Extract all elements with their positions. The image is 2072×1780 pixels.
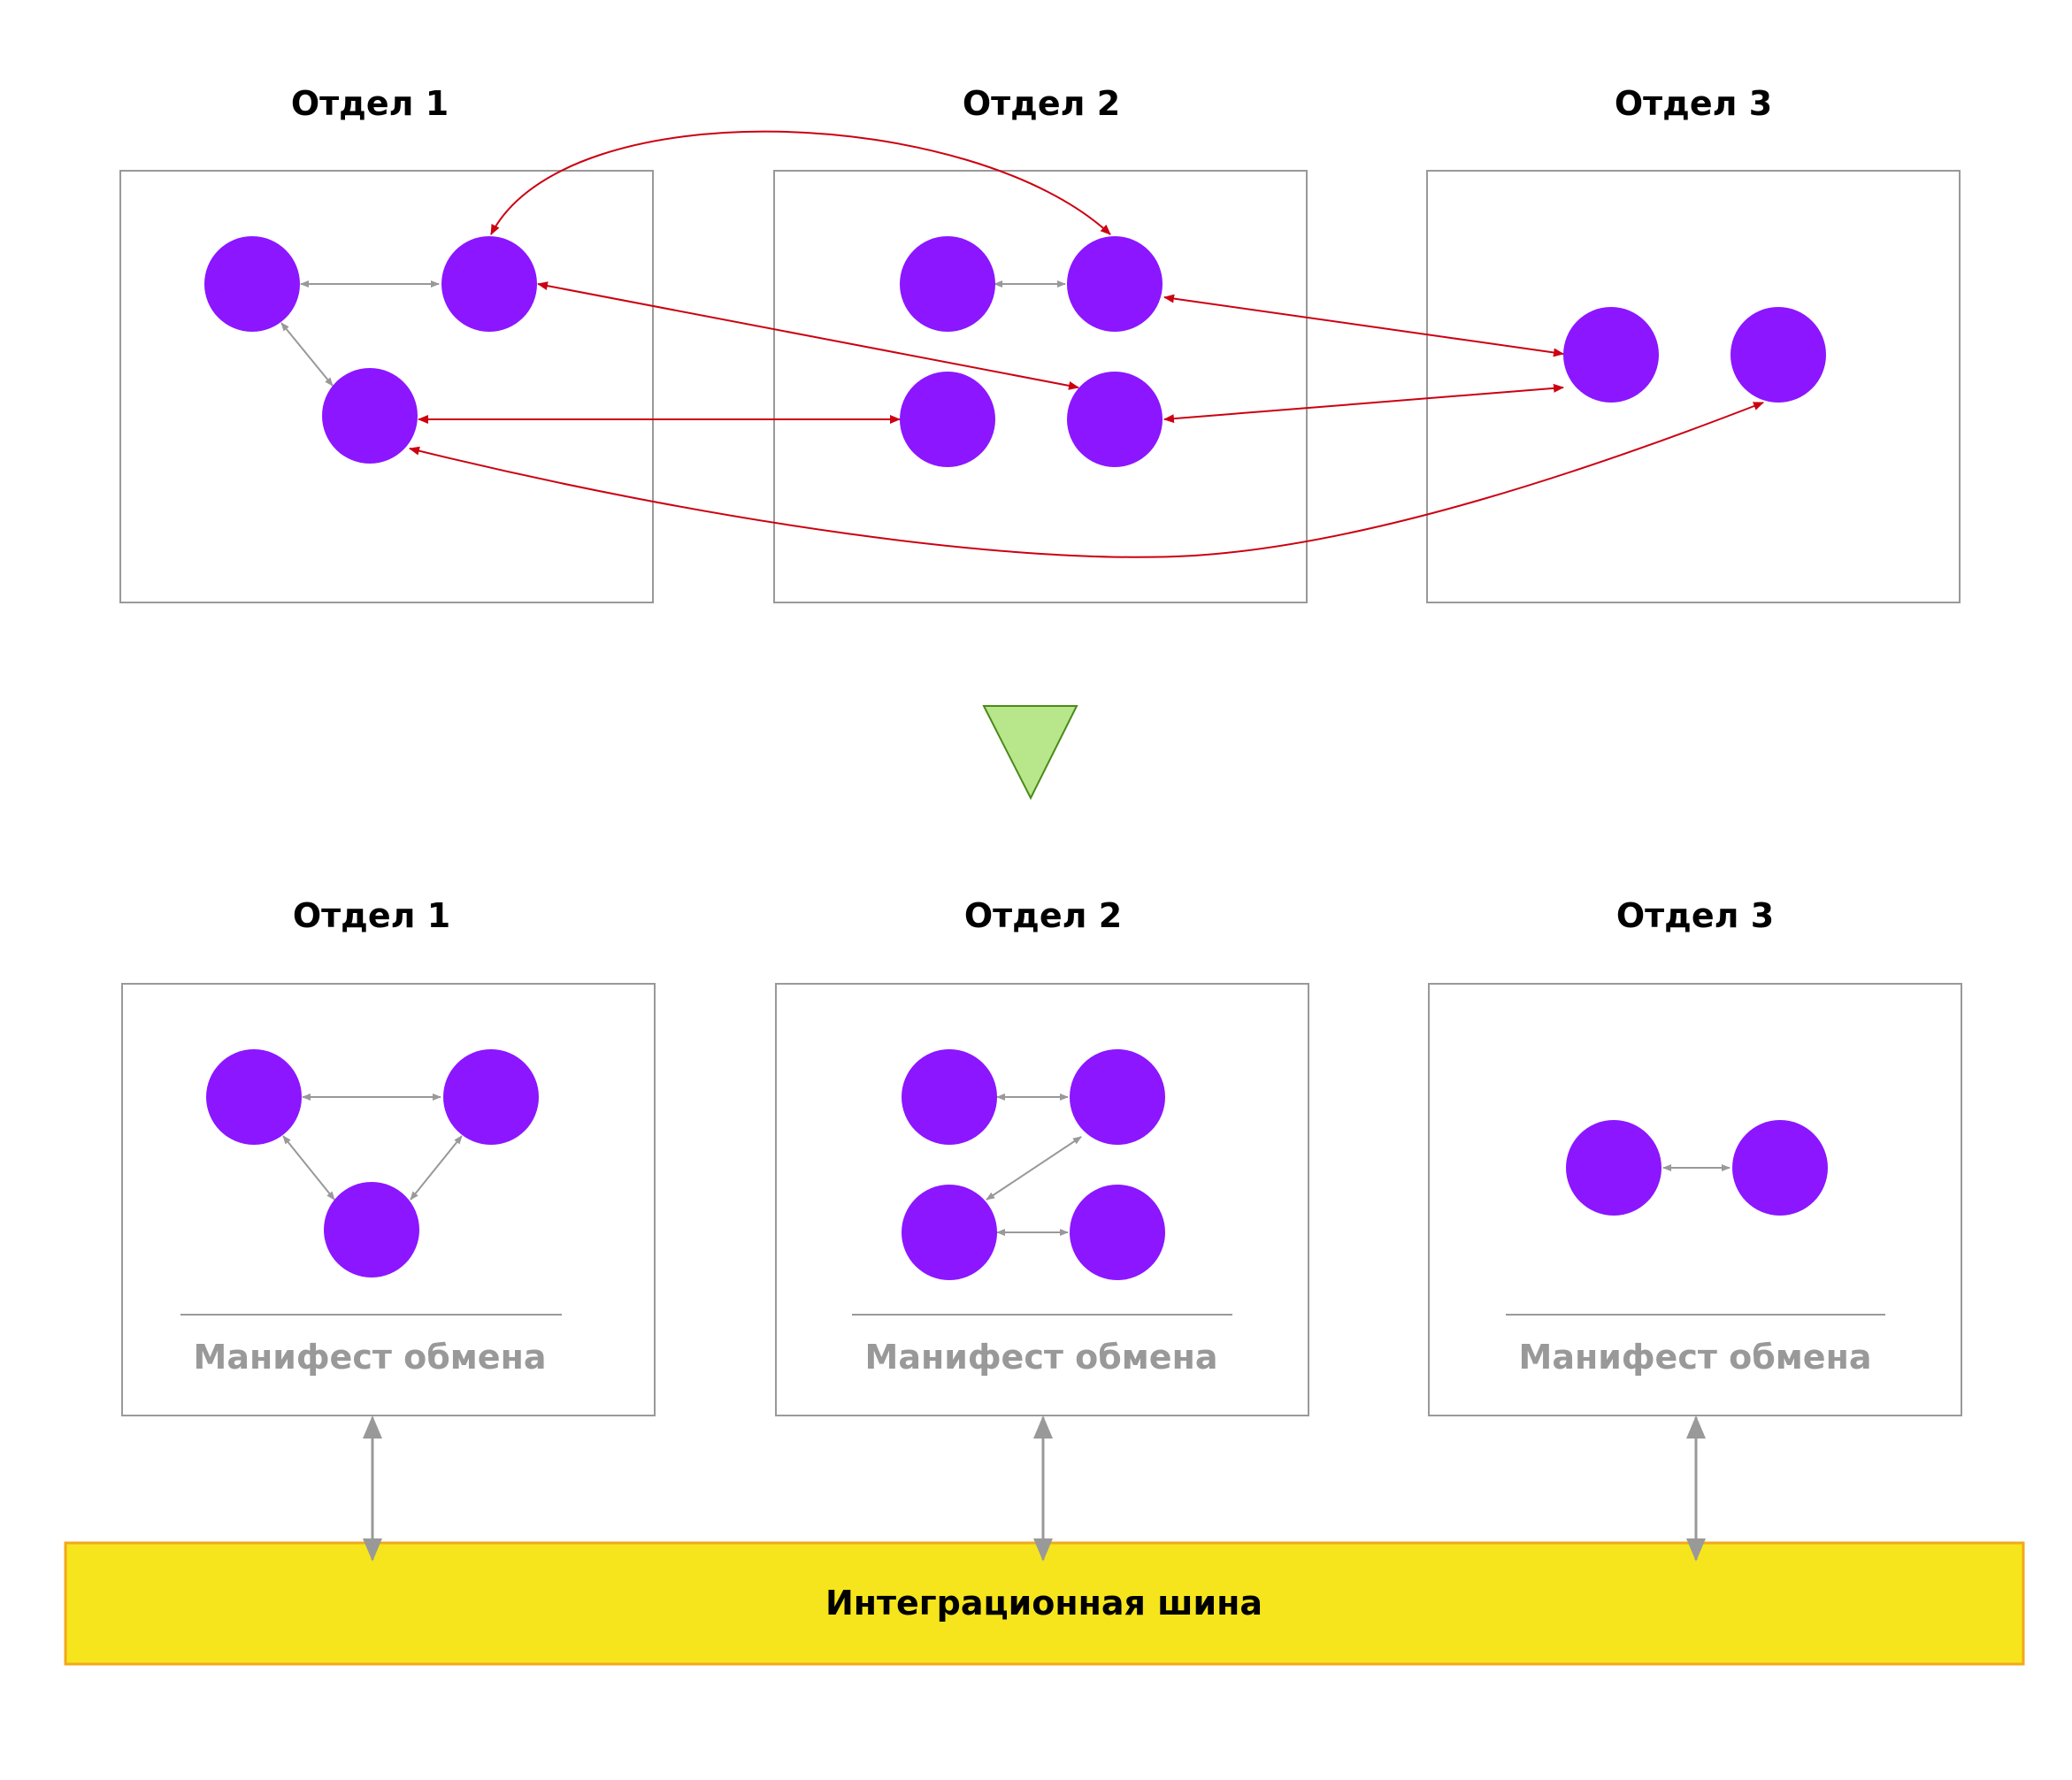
after-dept-2-internal-link xyxy=(986,1136,1082,1201)
before-dept-1-title: Отдел 1 xyxy=(291,84,449,123)
before-dept-1-node xyxy=(204,236,300,332)
before-dept-3-node xyxy=(1731,307,1826,403)
cross-link xyxy=(1163,294,1564,357)
after-dept-3-title: Отдел 3 xyxy=(1616,896,1774,935)
after-dept-1-internal-link xyxy=(282,1135,335,1201)
before-dept-2-title: Отдел 2 xyxy=(963,84,1120,123)
down-triangle-icon xyxy=(982,705,1078,801)
after-dept-2-node xyxy=(902,1049,997,1145)
integration-bus-label: Интеграционная шина xyxy=(825,1584,1262,1623)
before-dept-2-node xyxy=(1067,236,1163,332)
after-dept-1-title: Отдел 1 xyxy=(293,896,450,935)
cross-link xyxy=(409,402,1764,558)
after-dept-1-node xyxy=(324,1182,419,1277)
before-dept-3-box xyxy=(1426,170,1961,603)
after-dept-3-node xyxy=(1732,1120,1828,1216)
after-dept-3-node xyxy=(1566,1120,1661,1216)
after-dept-1-manifest-label: Манифест обмена xyxy=(194,1338,547,1377)
after-dept-1-box xyxy=(121,983,656,1416)
integration-bus xyxy=(64,1541,2025,1666)
after-dept-2-node xyxy=(1070,1185,1165,1280)
before-dept-3-node xyxy=(1563,307,1659,403)
after-dept-3-manifest-label: Манифест обмена xyxy=(1519,1338,1872,1377)
after-dept-2-manifest-label: Манифест обмена xyxy=(865,1338,1218,1377)
before-dept-2-node xyxy=(1067,372,1163,467)
cross-link xyxy=(537,281,1079,390)
after-dept-1-node xyxy=(443,1049,539,1145)
after-dept-2-title: Отдел 2 xyxy=(964,896,1122,935)
cross-link xyxy=(490,130,1111,235)
cross-link xyxy=(1163,383,1564,424)
before-dept-1-node xyxy=(441,236,537,332)
before-section: Отдел 1 Отдел 2 Отдел 3 xyxy=(119,84,1961,603)
after-dept-2-node xyxy=(902,1185,997,1280)
after-dept-1-internal-link xyxy=(410,1135,463,1201)
after-section: Отдел 1 Отдел 2 Отдел 3 Манифест обмена … xyxy=(64,896,2025,1666)
before-dept-1-internal-link xyxy=(280,322,334,387)
before-dept-2-box xyxy=(773,170,1308,603)
before-dept-2-node xyxy=(900,372,995,467)
after-dept-1-node xyxy=(206,1049,302,1145)
before-dept-1-node xyxy=(322,368,418,464)
after-dept-2-node xyxy=(1070,1049,1165,1145)
before-dept-2-node xyxy=(900,236,995,332)
before-dept-3-title: Отдел 3 xyxy=(1615,84,1772,123)
